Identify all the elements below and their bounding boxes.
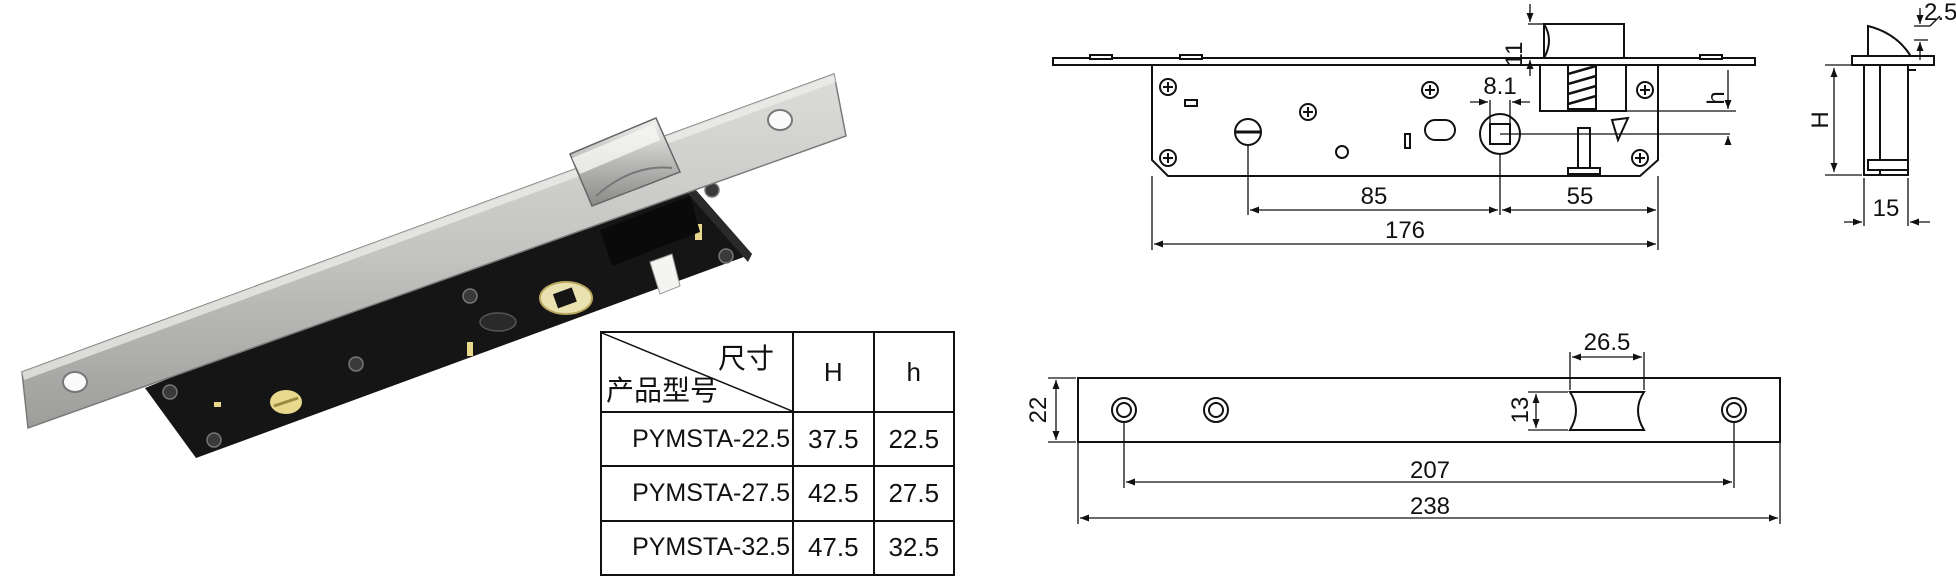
H-cell: 42.5 bbox=[792, 465, 875, 522]
dim-h-top: h bbox=[1703, 91, 1730, 104]
diagonal-header-cell: 尺寸 产品型号 bbox=[600, 331, 794, 413]
case-screw bbox=[462, 288, 478, 304]
lock-body-outline bbox=[1151, 64, 1659, 177]
side-view bbox=[1851, 24, 1935, 176]
spec-table: 尺寸 产品型号 H h PYMSTA-22.5 37.5 22.5 PYMSTA… bbox=[600, 331, 955, 577]
lock-case bbox=[145, 172, 752, 458]
header-size: 尺寸 bbox=[717, 343, 774, 374]
brass-pin bbox=[467, 342, 473, 356]
dim-8-1: 8.1 bbox=[1483, 73, 1516, 100]
faceplate-view bbox=[1077, 377, 1781, 443]
dim-11: 11 bbox=[1501, 42, 1528, 67]
brass-pin bbox=[214, 402, 221, 407]
header-H: H bbox=[792, 331, 875, 413]
header-model: 产品型号 bbox=[606, 375, 719, 406]
dim-26-5: 26.5 bbox=[1584, 329, 1631, 356]
body-screws bbox=[1159, 78, 1654, 167]
lock-photo bbox=[21, 72, 847, 458]
table-row: PYMSTA-32.5 47.5 32.5 bbox=[600, 519, 955, 577]
side-view-dimensions bbox=[1825, 8, 1941, 226]
dim-55: 55 bbox=[1567, 183, 1594, 210]
H-cell: 37.5 bbox=[792, 410, 875, 468]
model-cell: PYMSTA-27.5 bbox=[600, 465, 794, 522]
spec-table-container: 尺寸 产品型号 H h PYMSTA-22.5 37.5 22.5 PYMSTA… bbox=[600, 331, 955, 577]
case-screw bbox=[162, 384, 178, 400]
H-cell: 47.5 bbox=[792, 519, 875, 577]
header-h: h bbox=[872, 331, 955, 413]
faceplate-edge bbox=[1052, 57, 1756, 66]
dim-85: 85 bbox=[1361, 183, 1388, 210]
top-view bbox=[1052, 23, 1756, 177]
dim-176: 176 bbox=[1385, 217, 1425, 244]
table-header-row: 尺寸 产品型号 H h bbox=[600, 331, 955, 413]
faceplate-hole bbox=[767, 109, 793, 131]
dim-2-5: 2.5 bbox=[1924, 0, 1956, 26]
dim-13: 13 bbox=[1507, 397, 1534, 424]
h-cell: 27.5 bbox=[872, 465, 955, 522]
faceplate-dimensions bbox=[1048, 352, 1781, 524]
h-cell: 32.5 bbox=[872, 519, 955, 577]
dim-15: 15 bbox=[1873, 195, 1900, 222]
bolt-block bbox=[649, 253, 681, 295]
dim-207: 207 bbox=[1410, 457, 1450, 484]
dim-22: 22 bbox=[1025, 397, 1052, 424]
model-cell: PYMSTA-32.5 bbox=[600, 519, 794, 577]
case-screw bbox=[718, 248, 734, 264]
latch-outline bbox=[1543, 23, 1625, 59]
dim-H-side: H bbox=[1807, 111, 1834, 128]
case-screw bbox=[348, 356, 364, 372]
latch-face bbox=[1568, 391, 1646, 431]
top-view-dimensions bbox=[1151, 4, 1736, 250]
h-cell: 22.5 bbox=[872, 410, 955, 468]
dim-238: 238 bbox=[1410, 493, 1450, 520]
model-cell: PYMSTA-22.5 bbox=[600, 410, 794, 468]
faceplate-hole bbox=[62, 371, 88, 393]
faceplate-outline bbox=[1077, 377, 1781, 443]
table-row: PYMSTA-27.5 42.5 27.5 bbox=[600, 465, 955, 522]
latch-photo bbox=[569, 117, 682, 207]
table-row: PYMSTA-22.5 37.5 22.5 bbox=[600, 410, 955, 468]
case-screw bbox=[206, 432, 222, 448]
slot-hole bbox=[479, 312, 517, 332]
diagonal-line bbox=[602, 333, 792, 411]
